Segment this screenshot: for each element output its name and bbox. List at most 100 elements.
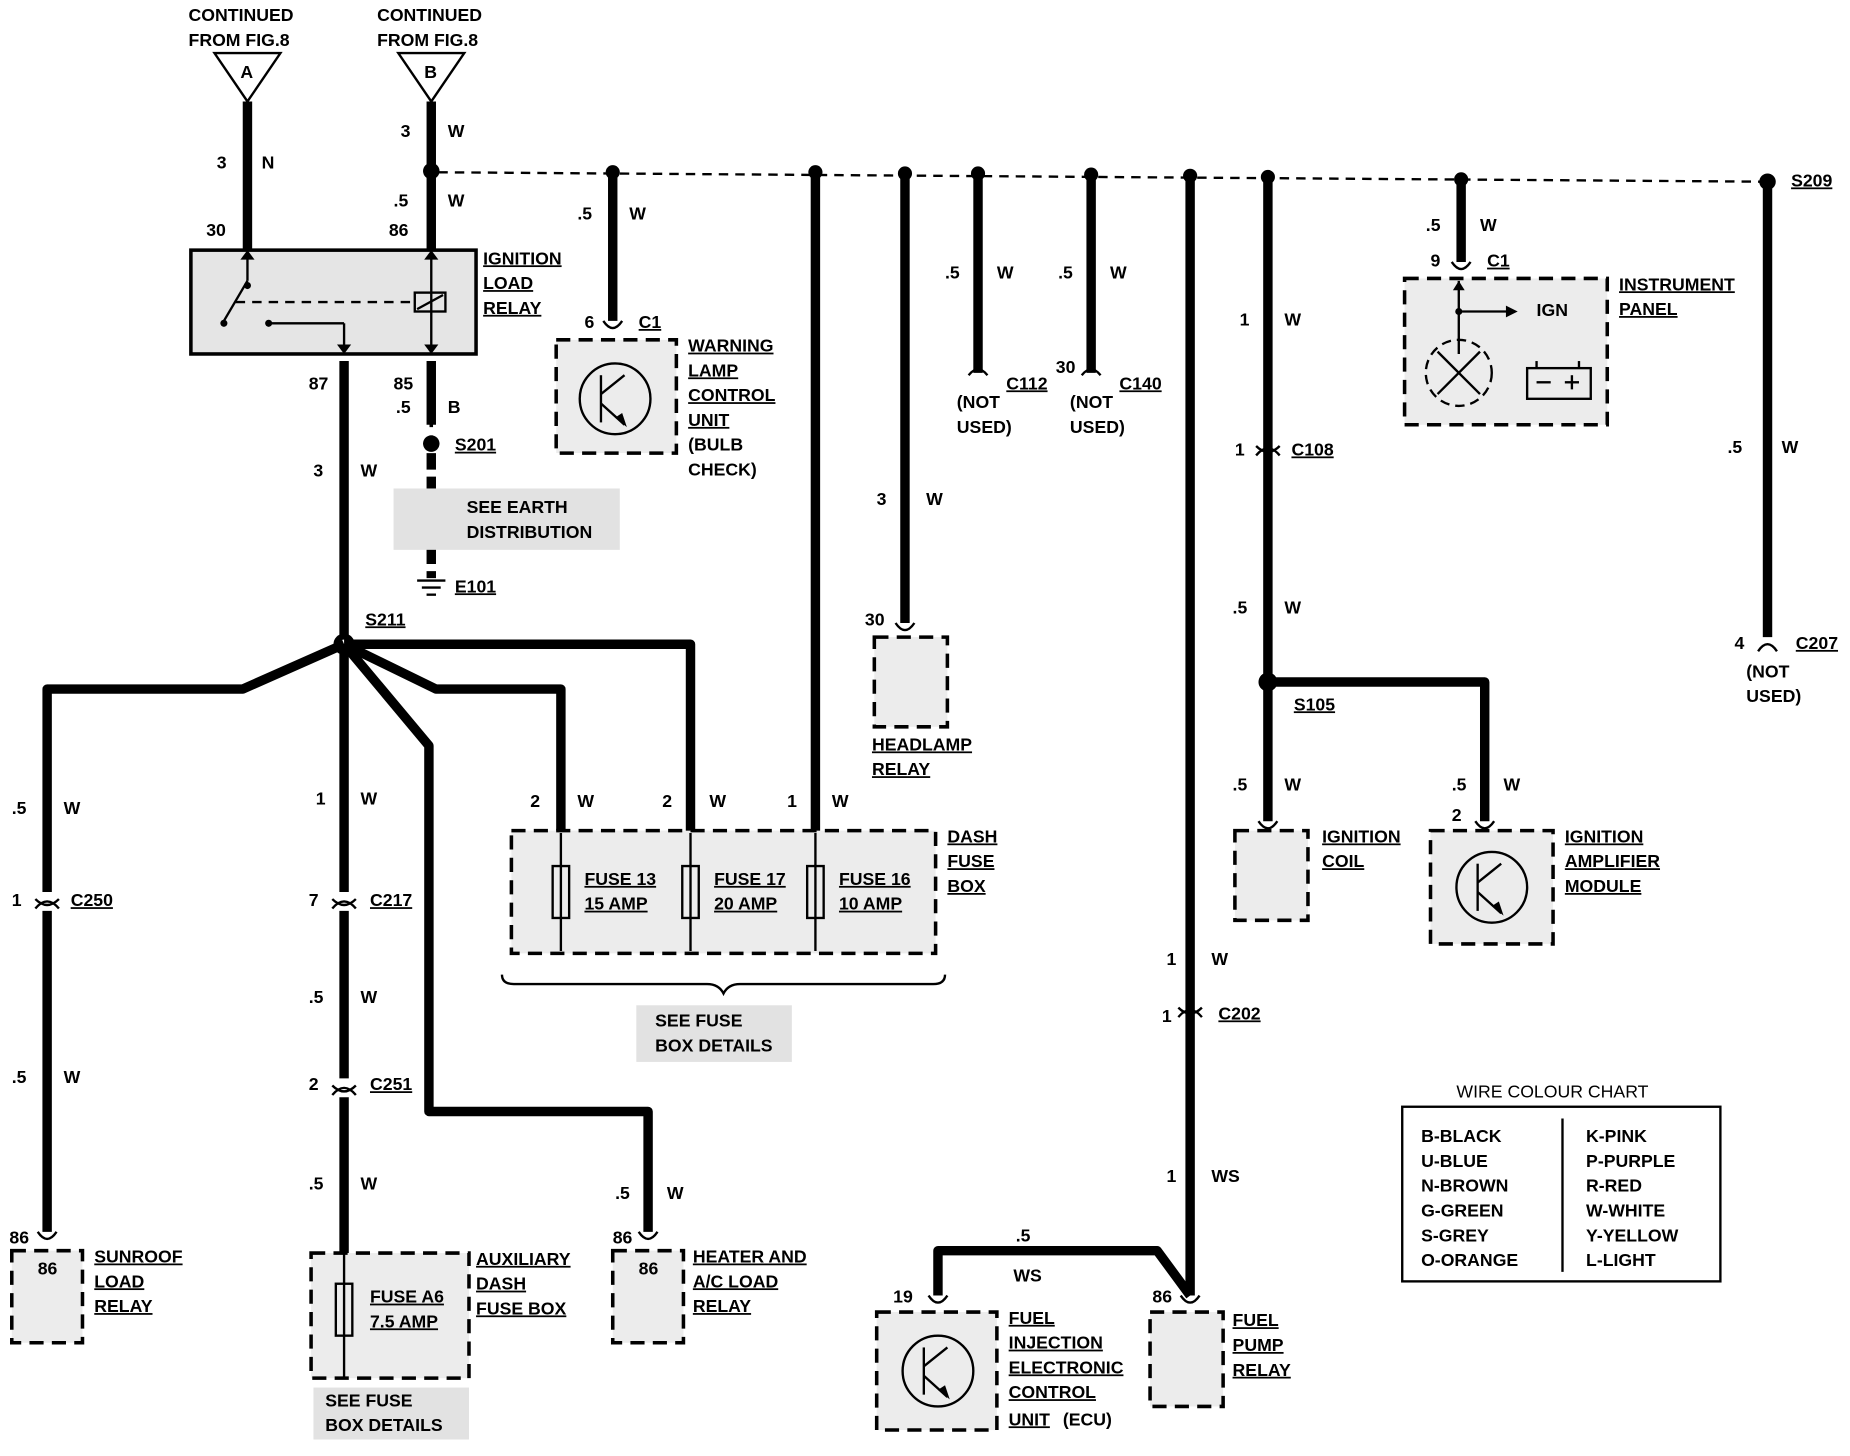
wire-fuse13-color: W	[577, 791, 594, 811]
ip-connector: C1	[1487, 251, 1510, 271]
relay-pin-85: 85	[394, 373, 414, 393]
wire-pump-lower-size: 1	[1167, 1166, 1177, 1186]
wire-c112-size: .5	[945, 262, 960, 282]
ecu-name-extra: (ECU)	[1063, 1409, 1112, 1429]
wire-aux-mid-size: .5	[309, 987, 324, 1007]
chart-right-3: W-WHITE	[1586, 1200, 1665, 1220]
wire-aux-upper-size: 1	[316, 789, 326, 809]
continued-a-letter: A	[240, 62, 253, 82]
wire-a-size: 3	[217, 153, 227, 173]
wire-87-color: W	[361, 461, 378, 481]
splice-s211: S211	[365, 609, 405, 629]
c108-connector-symbol	[1255, 445, 1281, 457]
chart-left-2: N-BROWN	[1421, 1176, 1508, 1196]
ignition-coil	[1233, 828, 1310, 923]
wire-b-color-top: W	[448, 121, 465, 141]
splice-s201: S201	[455, 435, 496, 455]
chart-right-1: P-PURPLE	[1586, 1151, 1676, 1171]
earth-id: E101	[455, 576, 496, 596]
heater-pin: 86	[613, 1228, 633, 1248]
wire-a-color: N	[262, 153, 275, 173]
chart-right-5: L-LIGHT	[1586, 1250, 1656, 1270]
c207-connector: C207	[1796, 633, 1838, 653]
pump-pin: 86	[1152, 1287, 1172, 1307]
sunroof-pin: 86	[9, 1228, 29, 1248]
fuel-injection-ecu	[874, 1310, 999, 1432]
wire-sunroof-upper-color: W	[64, 798, 81, 818]
sunroof-load-relay: 86	[10, 1248, 85, 1345]
wire-aux-mid-color: W	[361, 987, 378, 1007]
wire-fuse17-size: 2	[662, 791, 672, 811]
c108-pin: 1	[1235, 439, 1245, 459]
wire-amp-color: W	[1504, 775, 1521, 795]
wire-coil-low-size: .5	[1233, 775, 1248, 795]
chart-right-4: Y-YELLOW	[1586, 1225, 1679, 1245]
wire-coil-upper-size: 1	[1240, 310, 1250, 330]
ip-pin: 9	[1431, 251, 1441, 271]
c108-connector: C108	[1291, 439, 1333, 459]
c217-connector: C217	[370, 890, 412, 910]
wire-85-size: .5	[396, 397, 411, 417]
wire-sunroof-upper-size: .5	[12, 798, 27, 818]
chart-left-4: S-GREY	[1421, 1225, 1489, 1245]
wire-heater-size: .5	[615, 1183, 630, 1203]
wire-ecu-color: WS	[1013, 1265, 1042, 1285]
wire-amp-size: .5	[1452, 775, 1467, 795]
wire-warning-color: W	[629, 203, 646, 223]
wire-87-size: 3	[313, 461, 323, 481]
instrument-panel	[1402, 276, 1610, 427]
continued-b-letter: B	[424, 62, 437, 82]
wire-c207-size: .5	[1727, 437, 1742, 457]
wire-headlamp-size: 3	[877, 489, 887, 509]
wire-pump-upper-size: 1	[1167, 949, 1177, 969]
c202-connector: C202	[1218, 1003, 1260, 1023]
c217-pin: 7	[309, 890, 319, 910]
c250-connector-symbol	[34, 898, 60, 910]
relay-pin-86: 86	[389, 220, 409, 240]
earth-symbol	[417, 579, 446, 596]
wire-fuse13-size: 2	[530, 791, 540, 811]
wire-heater-color: W	[667, 1183, 684, 1203]
c140-connector: C140	[1119, 373, 1161, 393]
ignition-amplifier-module	[1428, 828, 1555, 946]
c217-connector-symbol	[331, 898, 357, 910]
headlamp-relay	[872, 635, 950, 729]
splice-s105: S105	[1294, 694, 1335, 714]
c202-connector-symbol	[1177, 1006, 1203, 1018]
c251-connector-symbol	[331, 1084, 357, 1096]
warning-pin: 6	[584, 312, 594, 332]
wire-fuse16-color: W	[832, 791, 849, 811]
ecu-name-last: UNIT	[1009, 1409, 1050, 1429]
c250-pin: 1	[12, 890, 22, 910]
chart-left-5: O-ORANGE	[1421, 1250, 1518, 1270]
chart-title: WIRE COLOUR CHART	[1456, 1081, 1648, 1101]
chart-right-2: R-RED	[1586, 1176, 1642, 1196]
wire-sunroof-lower-size: .5	[12, 1067, 27, 1087]
wire-pump-lower-color: WS	[1211, 1166, 1240, 1186]
ecu-pin: 19	[893, 1287, 913, 1307]
headlamp-pin: 30	[865, 609, 885, 629]
